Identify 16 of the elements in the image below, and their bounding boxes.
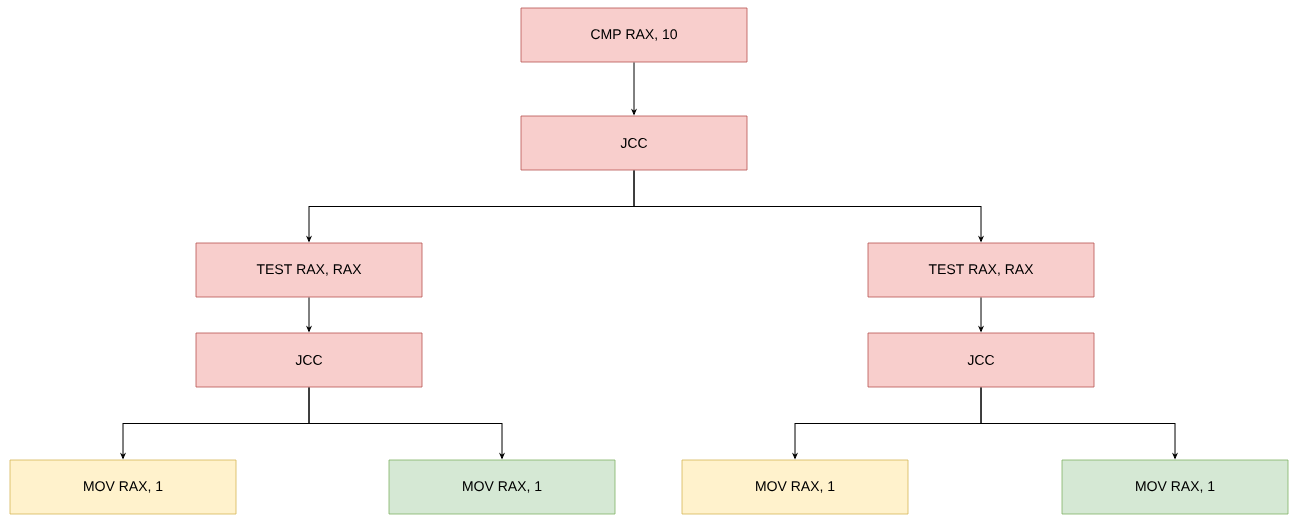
instruction-box: TEST RAX, RAX <box>867 242 1095 298</box>
instruction-box: CMP RAX, 10 <box>520 7 748 63</box>
arrow <box>633 169 984 242</box>
arrow <box>306 296 312 332</box>
instruction-box: JCC <box>195 332 423 388</box>
instruction-box: TEST RAX, RAX <box>195 242 423 298</box>
instruction-box: MOV RAX, 1 <box>388 459 616 515</box>
arrow <box>308 386 505 459</box>
instruction-box: JCC <box>867 332 1095 388</box>
instruction-box: MOV RAX, 1 <box>681 459 909 515</box>
arrow <box>631 61 637 115</box>
arrow <box>978 296 984 332</box>
arrow <box>980 386 1178 459</box>
instruction-box: JCC <box>520 115 748 171</box>
instruction-box: MOV RAX, 1 <box>9 459 237 515</box>
instruction-box: MOV RAX, 1 <box>1061 459 1289 515</box>
